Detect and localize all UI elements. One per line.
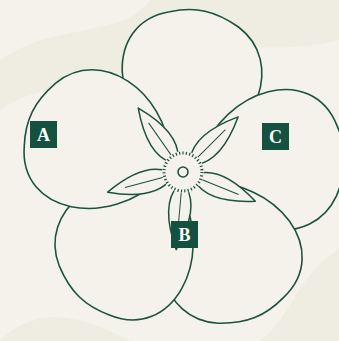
stamen-ring (164, 153, 202, 191)
flower-centre (162, 151, 204, 193)
callout-letter: A (37, 126, 50, 144)
pistil (178, 167, 188, 177)
background-swirl (0, 317, 130, 341)
callout-letter-box: A (30, 121, 57, 148)
callout-letter-box: B (171, 221, 198, 248)
sepal-midrib (149, 123, 172, 156)
sepal-midrib (125, 177, 164, 187)
sepal (165, 185, 193, 251)
centre-disc (162, 151, 204, 193)
callout-letter: B (178, 226, 190, 244)
sepal-outline (165, 185, 193, 251)
petals (6, 3, 339, 341)
sepal-midrib (202, 179, 239, 194)
petal (6, 52, 190, 233)
sepal-midrib (197, 130, 225, 158)
callout-letter-box: C (262, 123, 289, 150)
sepals (105, 102, 260, 251)
callout-letter: C (269, 128, 282, 146)
